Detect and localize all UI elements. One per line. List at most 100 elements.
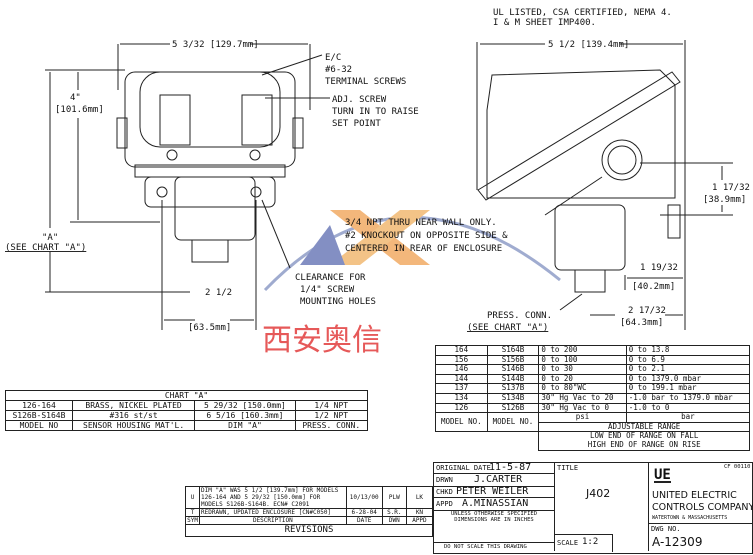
company-location: WATERTOWN & MASSACHUSETTS bbox=[652, 515, 728, 521]
cell: KN bbox=[405, 508, 434, 517]
range-note-rise: HIGH END OF RANGE ON RISE bbox=[587, 439, 701, 449]
cell: 6-28-04 bbox=[345, 508, 383, 517]
side-view bbox=[476, 40, 733, 330]
code: CF 00110 bbox=[724, 464, 751, 470]
header-cell: SYM bbox=[184, 516, 201, 525]
clearance-callout-3: MOUNTING HOLES bbox=[300, 297, 376, 307]
scale-value: 1:2 bbox=[582, 537, 599, 547]
conduit-dim-mm: [38.9mm] bbox=[703, 195, 746, 205]
cell: LK bbox=[405, 486, 434, 509]
ul-note-2: I & M SHEET IMP400. bbox=[493, 18, 596, 28]
conn-dim-mm: [64.3mm] bbox=[620, 318, 663, 328]
clearance-callout-1: CLEARANCE FOR bbox=[295, 273, 366, 283]
adj-callout-3: SET POINT bbox=[332, 119, 381, 129]
cell: DIM "A" WAS 5 1/2 [139.7mm] FOR MODELS 1… bbox=[199, 486, 347, 509]
front-height-dim-mm: [101.6mm] bbox=[55, 105, 104, 115]
unit-psi: psi bbox=[538, 412, 627, 423]
header-cell: PRESS. CONN. bbox=[294, 420, 369, 431]
header-cell: DESCRIPTION bbox=[199, 516, 347, 525]
range-note-fall: LOW END OF RANGE ON FALL bbox=[589, 431, 699, 441]
conduit-dim: 1 17/32 bbox=[712, 183, 750, 193]
revisions-title: REVISIONS bbox=[185, 524, 433, 537]
cell: 10/13/00 bbox=[345, 486, 383, 509]
cell: U bbox=[184, 486, 201, 509]
scale-label: SCALE bbox=[557, 539, 579, 547]
title-label: TITLE bbox=[557, 464, 579, 472]
side-width-dim: 5 1/2 [139.4mm] bbox=[548, 40, 629, 50]
terminal-callout-1: E/C bbox=[325, 53, 341, 63]
npt-callout-1: 3/4 NPT THRU NEAR WALL ONLY. bbox=[345, 218, 497, 228]
terminal-callout-2: #6-32 bbox=[325, 65, 352, 75]
clearance-callout-2: 1/4" SCREW bbox=[300, 285, 355, 295]
front-height-dim: 4" bbox=[70, 93, 81, 103]
dims-note: UNLESS OTHERWISE SPECIFIED DIMENSIONS AR… bbox=[450, 511, 538, 523]
cell: 0 to 2.1 bbox=[625, 364, 751, 375]
header-cell: DATE bbox=[345, 516, 383, 525]
cell: #316 st/st bbox=[71, 410, 196, 421]
conn-dim: 2 17/32 bbox=[628, 306, 666, 316]
no-scale-note: DO NOT SCALE THIS DRAWING bbox=[444, 544, 527, 550]
header-cell: DWN bbox=[381, 516, 407, 525]
cell: S164B bbox=[486, 345, 540, 356]
title-block: ORIGINAL DATE 11-5-87 DRWN J.CARTER CHKD… bbox=[433, 462, 753, 554]
cell: S134B bbox=[486, 392, 540, 404]
dim-a-label: "A" bbox=[42, 233, 58, 243]
hole-spacing-dim-mm: [63.5mm] bbox=[188, 323, 231, 333]
original-date: 11-5-87 bbox=[489, 462, 532, 473]
cell: 146 bbox=[435, 364, 488, 375]
company-name-2: CONTROLS COMPANY bbox=[652, 502, 753, 513]
cell: 6 5/16 [160.3mm] bbox=[194, 410, 296, 421]
cell: 1/2 NPT bbox=[294, 410, 369, 421]
cell: PLW bbox=[381, 486, 407, 509]
original-date-label: ORIGINAL DATE bbox=[436, 464, 491, 472]
press-conn-1: PRESS. CONN. bbox=[487, 311, 552, 321]
header-cell: DIM "A" bbox=[194, 420, 296, 431]
cell: REDRAWN, UPDATED ENCLOSURE [CN#C050] bbox=[199, 508, 347, 517]
ue-logo: UE bbox=[654, 467, 671, 483]
cell: 164 bbox=[435, 345, 488, 356]
appd: A.MINASSIAN bbox=[462, 498, 529, 509]
cell: T bbox=[184, 508, 201, 517]
cell: 126 bbox=[435, 402, 488, 414]
terminal-callout-3: TERMINAL SCREWS bbox=[325, 77, 406, 87]
model-header: MODEL NO. bbox=[435, 412, 488, 433]
cell: 1/4 NPT bbox=[294, 400, 369, 411]
watermark-text: 西安奥信 bbox=[262, 323, 382, 358]
header-cell: MODEL NO bbox=[5, 420, 73, 431]
appd-label: APPD bbox=[436, 500, 453, 508]
front-view bbox=[45, 43, 330, 330]
cell: S146B bbox=[486, 364, 540, 375]
dwg-no: A-12309 bbox=[652, 535, 703, 549]
drwn: J.CARTER bbox=[474, 474, 523, 485]
chkd: PETER WEILER bbox=[456, 486, 529, 497]
company-name-1: UNITED ELECTRIC bbox=[652, 490, 737, 501]
dwg-no-label: DWG NO. bbox=[651, 525, 681, 533]
ul-note-1: UL LISTED, CSA CERTIFIED, NEMA 4. bbox=[493, 8, 672, 18]
cell: 0 to 200 bbox=[538, 345, 627, 356]
cell: 0 to 30 bbox=[538, 364, 627, 375]
depth-dim: 1 19/32 bbox=[640, 263, 678, 273]
cell: S126B bbox=[486, 402, 540, 414]
dim-a-ref: (SEE CHART "A") bbox=[5, 243, 86, 253]
cell: S.R. bbox=[381, 508, 407, 517]
adj-callout-2: TURN IN TO RAISE bbox=[332, 107, 419, 117]
header-cell: SENSOR HOUSING MAT'L. bbox=[71, 420, 196, 431]
cell: -1.0 bar to 1379.0 mbar bbox=[625, 392, 751, 404]
front-width-dim: 5 3/32 [129.7mm] bbox=[172, 40, 259, 50]
